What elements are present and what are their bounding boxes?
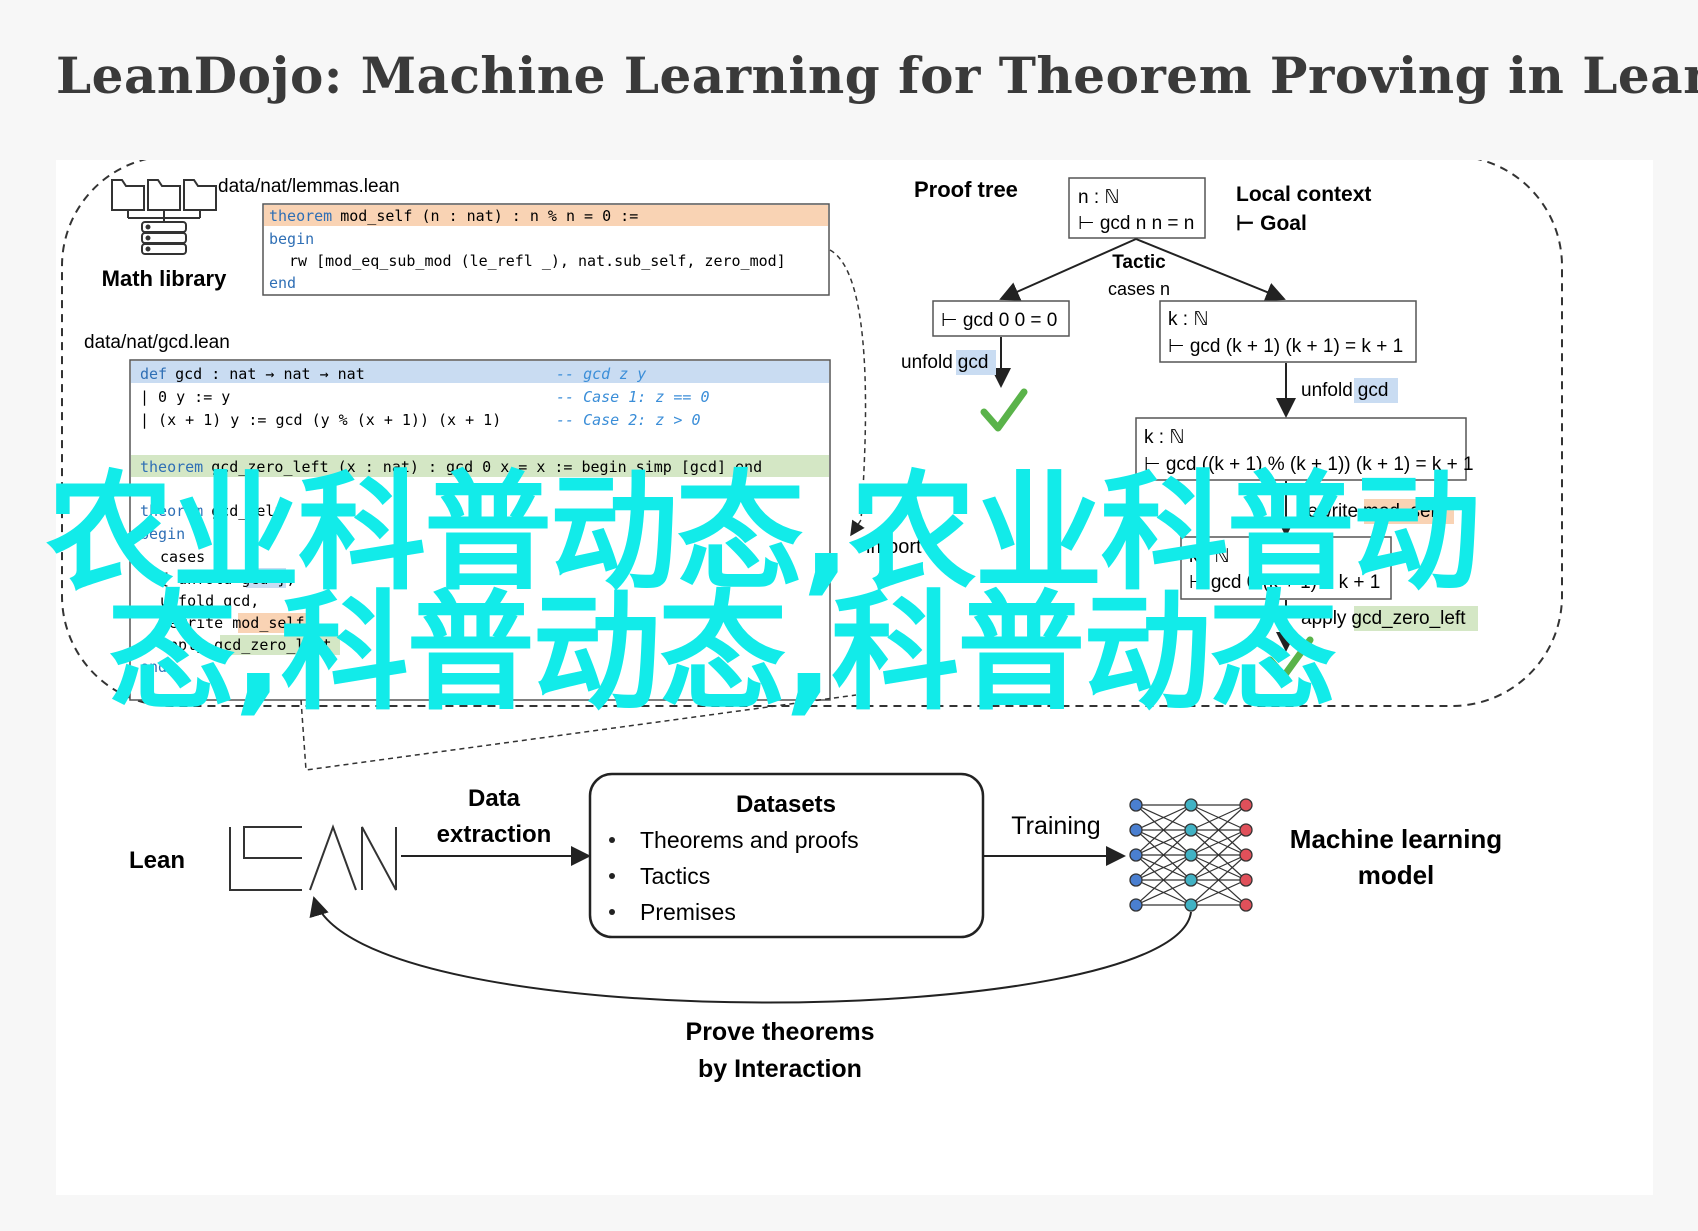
code-begin: begin [269,230,314,248]
left-node: ⊢ gcd 0 0 = 0 [932,300,1070,337]
tree-edge-right [1135,238,1286,302]
keyword-theorem-zero-left: theorem [140,458,203,476]
zero-left-theorem: gcd_zero_left (x : nat) : gcd 0 x = x :=… [211,458,762,476]
mod-self-signature: mod_self (n : nat) : n % n = 0 := [340,207,638,225]
mid-context: k : ℕ [1144,427,1185,448]
root-goal: ⊢ gcd n n = n [1078,213,1194,234]
data-extraction-label-1: Data [468,785,521,812]
check-icon [980,388,1028,432]
data-extraction-label-2: extraction [437,821,552,848]
comment-case1: -- Case 1: z == 0 [556,388,710,406]
gcd-begin: begin [140,525,185,543]
gcd-signature: gcd : nat → nat → nat [175,365,365,383]
lean-logo-icon [229,824,397,891]
file-gcd-label: data/nat/gcd.lean [84,332,230,353]
tactic-cases: cases n [1108,279,1170,299]
code-end: end [269,274,296,292]
right-goal: ⊢ gcd (k + 1) (k + 1) = k + 1 [1168,336,1403,357]
check-icon [1266,636,1314,680]
prove-feedback-arrow [309,896,1192,1004]
mid-goal: ⊢ gcd ((k + 1) % (k + 1)) (k + 1) = k + … [1144,454,1474,475]
neural-network-icon [1129,798,1253,912]
gcd-rewrite-line: rewrite mod_self, [160,614,314,632]
header-highlight-blue [131,361,829,383]
code-box-gcd: def gcd : nat → nat → nat -- gcd z y | 0 … [129,359,831,701]
watermark-line-1: 农业科普动态,农业科普动 [46,459,1481,608]
import-label: import [866,536,922,558]
code-box-lemmas: theorem mod_self (n : nat) : n % n = 0 :=… [262,203,830,296]
root-context: n : ℕ [1078,187,1120,208]
low-context: k : ℕ [1189,546,1230,567]
keyword-def: def [140,365,167,383]
keyword-theorem-self: theorem [140,502,203,520]
lemma-import-arrow [829,249,867,537]
right-node: k : ℕ ⊢ gcd (k + 1) (k + 1) = k + 1 [1159,300,1417,363]
datasets-item: Premises [640,899,736,925]
folder-icon [111,179,217,211]
watermark-line-2: 态,科普动态,科普动态 [108,579,1337,728]
prove-label-2: by Interaction [698,1055,862,1083]
datasets-title: Datasets [736,791,836,818]
ml-model-label-2: model [1358,860,1435,890]
tactic-label: Tactic [1112,252,1166,273]
legend-goal: ⊢ Goal [1236,212,1307,235]
case1-line: | 0 y := y [140,388,230,406]
ml-model-label-1: Machine learning [1290,824,1502,854]
comment-gcd: -- gcd z y [556,365,646,383]
zero-left-highlight [131,455,829,477]
gcd-unfold2-line: unfold gcd, [160,592,259,610]
page-title: LeanDojo: Machine Learning for Theorem P… [56,46,1698,105]
proof-tree-title: Proof tree [914,177,1018,202]
apply-highlight: gcd_zero_left [1351,608,1466,629]
tree-edge-left [999,238,1137,301]
prove-label-1: Prove theorems [686,1018,875,1046]
math-library-label: Math library [102,266,227,291]
root-node: n : ℕ ⊢ gcd n n = n [1068,177,1206,239]
code-rw-line: rw [mod_eq_sub_mod (le_refl _), nat.sub_… [289,252,786,270]
gcd-cases-line: cases n [160,548,223,566]
gcd-apply-line: apply gcd_zero_left [160,636,332,654]
case2-line: | (x + 1) y := gcd (y % (x + 1)) (x + 1) [140,411,501,429]
environment-boundary [61,155,1563,707]
rewrite-highlight: mod_self [1363,501,1441,522]
gcd-self-theorem: gcd_self [211,502,283,520]
gcd-unfold-line: { unfold gcd }, [160,570,295,588]
figure: Math library data/nat/lemmas.lean theore… [56,155,1653,1195]
right-unfold-highlight: gcd [1358,380,1389,401]
left-goal: ⊢ gcd 0 0 = 0 [941,310,1057,331]
low-goal: ⊢ gcd 0 (k + 1) = k + 1 [1189,572,1380,593]
low-node: k : ℕ ⊢ gcd 0 (k + 1) = k + 1 [1180,536,1392,600]
datasets-item: Tactics [640,863,710,889]
gcd-end: end [140,658,167,676]
leandojo-diagram: Math library data/nat/lemmas.lean theore… [61,155,1563,1083]
file-lemmas-label: data/nat/lemmas.lean [218,176,400,197]
training-label: Training [1011,812,1100,840]
legend-local-context: Local context [1236,183,1371,206]
header-highlight-orange [264,205,828,226]
lean-label: Lean [129,847,185,874]
left-unfold-highlight: gcd [958,352,989,373]
datasets-box: Datasets Theorems and proofs Tactics Pre… [588,772,985,939]
right-context: k : ℕ [1168,309,1209,330]
mid-node: k : ℕ ⊢ gcd ((k + 1) % (k + 1)) (k + 1) … [1135,417,1474,481]
keyword-theorem: theorem [269,207,332,225]
datasets-item: Theorems and proofs [640,827,859,853]
database-icon [127,210,201,255]
comment-case2: -- Case 2: z > 0 [556,411,701,429]
